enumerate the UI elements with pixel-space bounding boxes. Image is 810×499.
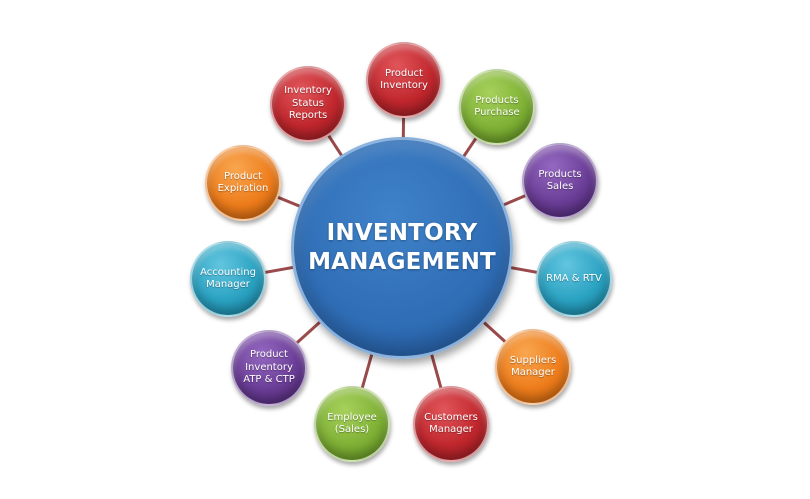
node-label: Product Inventory xyxy=(380,67,428,92)
node-label: RMA & RTV xyxy=(546,272,602,284)
node-label: Customers Manager xyxy=(424,411,478,436)
node-label: Accounting Manager xyxy=(200,266,256,291)
node-accounting-manager: Accounting Manager xyxy=(190,241,266,317)
node-label: Employee (Sales) xyxy=(327,411,377,436)
node-label: Product Inventory ATP & CTP xyxy=(243,349,295,386)
hub-inventory-management: INVENTORY MANAGEMENT xyxy=(291,137,513,359)
hub-title: INVENTORY MANAGEMENT xyxy=(308,220,496,275)
node-label: Suppliers Manager xyxy=(509,354,557,379)
node-product-expiration: Product Expiration xyxy=(205,145,281,221)
node-rma-rtv: RMA & RTV xyxy=(536,241,612,317)
node-products-purchase: Products Purchase xyxy=(459,69,535,145)
node-label: Product Expiration xyxy=(217,170,269,195)
node-label: Inventory Status Reports xyxy=(284,85,332,122)
node-label: Products Purchase xyxy=(474,94,520,119)
node-inventory-status-reports: Inventory Status Reports xyxy=(270,66,346,142)
node-product-inventory-atp-ctp: Product Inventory ATP & CTP xyxy=(231,330,307,406)
node-product-inventory: Product Inventory xyxy=(366,42,442,118)
node-employee-sales: Employee (Sales) xyxy=(314,386,390,462)
node-label: Products Sales xyxy=(538,168,582,193)
node-products-sales: Products Sales xyxy=(522,143,598,219)
node-customers-manager: Customers Manager xyxy=(413,386,489,462)
node-suppliers-manager: Suppliers Manager xyxy=(495,329,571,405)
